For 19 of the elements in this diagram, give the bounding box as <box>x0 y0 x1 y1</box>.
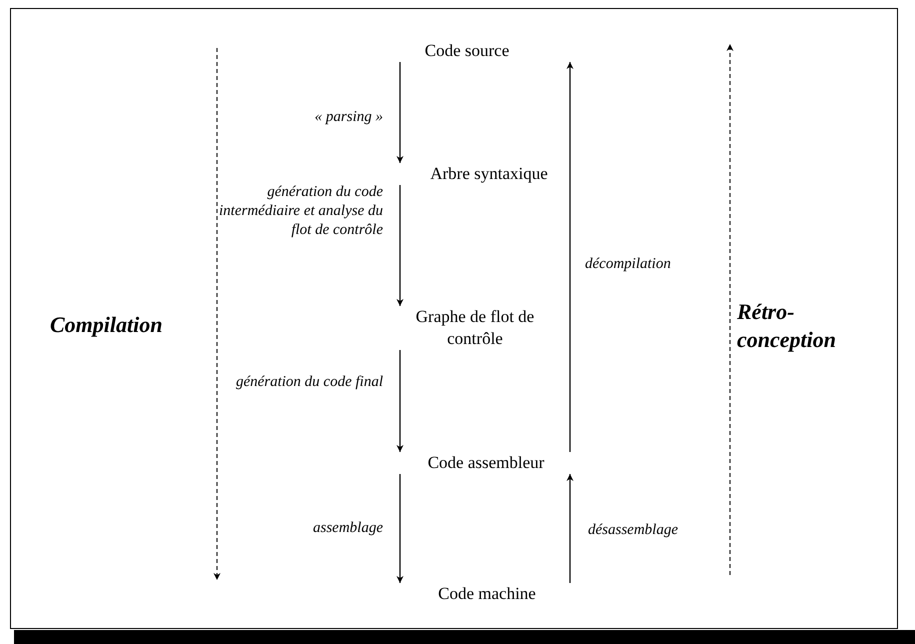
process-title: Compilation <box>50 311 164 339</box>
process-title: Rétro-conception <box>737 298 837 354</box>
arrow <box>566 62 574 452</box>
edge-label: décompilation <box>585 255 672 274</box>
edge-label: génération du code intermédiaire et analyse du flot de contrôle <box>218 183 383 240</box>
arrow <box>396 62 404 163</box>
stage-label: Arbre syntaxique <box>390 163 585 185</box>
stage-label: Graphe de flot de contrôle <box>390 306 585 350</box>
arrow <box>566 474 574 583</box>
edge-label: assemblage <box>312 519 383 538</box>
arrow <box>396 474 404 583</box>
arrow <box>396 350 404 452</box>
stage-label: Code assembleur <box>390 452 585 474</box>
edge-label: désassemblage <box>588 521 679 540</box>
stage-label: Code machine <box>390 583 585 605</box>
edge-label: « parsing » <box>314 108 383 127</box>
arrow <box>396 185 404 306</box>
stage-label: Code source <box>390 40 585 62</box>
edge-label: génération du code final <box>234 373 383 392</box>
